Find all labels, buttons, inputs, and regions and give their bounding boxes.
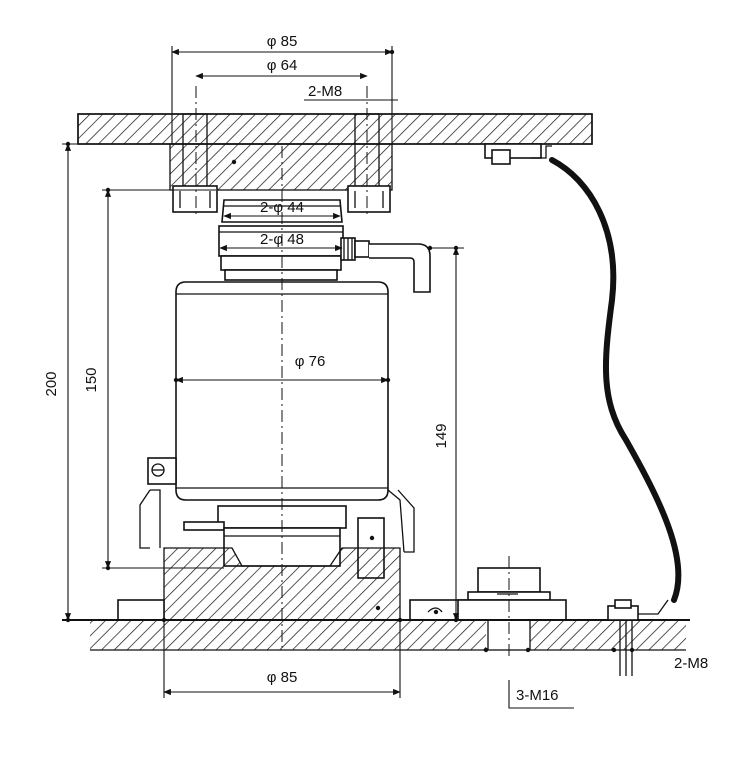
top-bolt-circle-label: φ 64 bbox=[267, 57, 298, 74]
bottom-cable-clamp bbox=[607, 599, 669, 676]
dim-cable-height: 149 bbox=[430, 247, 464, 621]
inner-height-label: 150 bbox=[83, 367, 100, 392]
dim-anchor-bolts: 3-M16 bbox=[508, 680, 574, 709]
side-bracket bbox=[139, 489, 415, 553]
ground-bolts-label: 2-M8 bbox=[674, 655, 708, 672]
grounding-cable bbox=[549, 157, 682, 603]
dim-top-outer-diameter: φ 85 bbox=[171, 33, 393, 144]
body-diameter-label: φ 76 bbox=[295, 353, 326, 370]
center-lines bbox=[195, 86, 510, 660]
top-press-block bbox=[169, 113, 393, 213]
dim-seat-48: 2-φ 48 bbox=[219, 231, 343, 252]
dim-ground-bolts: 2-M8 bbox=[674, 655, 708, 672]
dim-body-diameter: φ 76 bbox=[175, 353, 389, 384]
dim-overall-height: 200 bbox=[43, 143, 110, 621]
dim-inner-height: 150 bbox=[83, 189, 224, 569]
reference-dots bbox=[65, 49, 635, 653]
dim-seat-44: 2-φ 44 bbox=[223, 199, 341, 220]
cable-connector bbox=[340, 237, 431, 293]
grounding-terminal bbox=[147, 457, 177, 485]
top-outer-diameter-label: φ 85 bbox=[267, 33, 298, 50]
seat-48-label: 2-φ 48 bbox=[260, 231, 304, 248]
dim-top-bolt-circle: φ 64 bbox=[195, 57, 368, 80]
anchor-bolts-label: 3-M16 bbox=[516, 687, 559, 704]
overall-height-label: 200 bbox=[43, 371, 60, 396]
seat-44-label: 2-φ 44 bbox=[260, 199, 304, 216]
cable-height-label: 149 bbox=[433, 423, 450, 448]
top-mounting-plate bbox=[77, 113, 593, 145]
ground-slab bbox=[62, 619, 690, 651]
dim-base-diameter: φ 85 bbox=[163, 620, 401, 698]
base-diameter-label: φ 85 bbox=[267, 669, 298, 686]
top-cable-clamp bbox=[484, 143, 552, 165]
base-side-blocks bbox=[117, 599, 467, 621]
top-bolts-label: 2-M8 bbox=[308, 83, 342, 100]
dim-top-bolts: 2-M8 bbox=[304, 83, 398, 101]
